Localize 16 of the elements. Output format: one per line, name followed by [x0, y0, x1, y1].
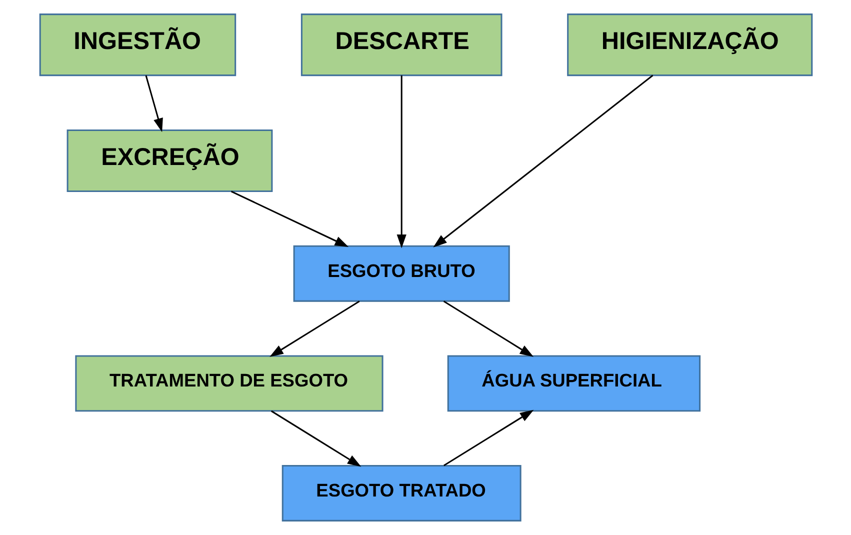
- node-box: INGESTÃO: [38, 14, 236, 76]
- arrow: [396, 75, 406, 248]
- node-box: ESGOTO TRATADO: [281, 465, 521, 522]
- arrow: [442, 300, 534, 357]
- arrow: [230, 190, 348, 247]
- arrow: [269, 300, 360, 357]
- node-box: EXCREÇÃO: [66, 129, 272, 192]
- arrow: [443, 410, 534, 466]
- node-box: DESCARTE: [300, 14, 502, 76]
- node-box: ESGOTO BRUTO: [292, 245, 510, 302]
- node-box: HIGIENIZAÇÃO: [566, 14, 812, 76]
- node-box: ÁGUA SUPERFICIAL: [446, 355, 700, 412]
- arrow: [432, 74, 653, 248]
- node-box: TRATAMENTO DE ESGOTO: [74, 355, 383, 412]
- arrow: [144, 75, 162, 132]
- arrow: [270, 410, 361, 467]
